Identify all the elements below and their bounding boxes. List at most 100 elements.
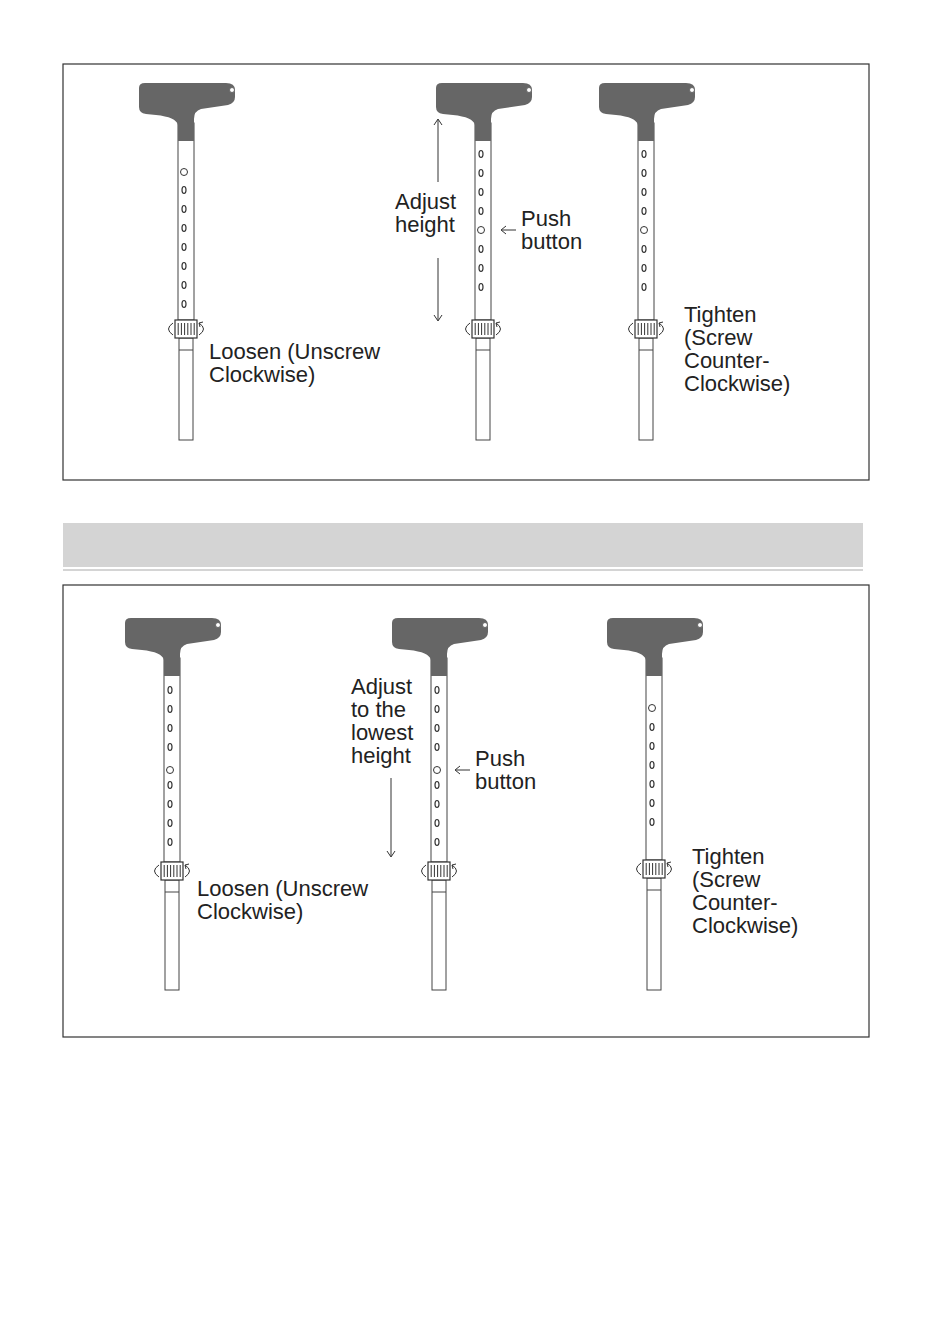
strap-hole	[527, 88, 532, 93]
instruction-label: Adjust height	[395, 190, 475, 236]
knurl	[444, 865, 445, 877]
handle	[599, 83, 695, 141]
adjust-hole	[435, 725, 439, 732]
adjust-hole	[182, 244, 186, 251]
knurl	[180, 865, 181, 877]
knurl	[194, 323, 195, 335]
push-button	[478, 227, 485, 234]
knurl	[184, 323, 185, 335]
knurl	[437, 865, 438, 877]
adjust-hole	[435, 782, 439, 789]
adjust-hole	[435, 744, 439, 751]
adjust-hole	[168, 839, 172, 846]
rotate-arrow	[667, 862, 672, 875]
knurl	[173, 865, 174, 877]
rotate-arrow	[466, 323, 471, 335]
adjust-hole	[168, 782, 172, 789]
lower-shaft	[432, 880, 446, 990]
push-button	[641, 227, 648, 234]
knurl	[654, 323, 655, 335]
knurl	[484, 323, 485, 335]
knurl	[164, 865, 165, 877]
tube-ring	[179, 350, 193, 351]
adjust-hole	[642, 189, 646, 196]
rotate-arrow	[199, 322, 204, 335]
push-button	[649, 705, 656, 712]
band-rule	[63, 569, 863, 571]
upper-shaft	[431, 658, 447, 862]
adjust-hole	[479, 265, 483, 272]
knurl	[655, 863, 656, 875]
collar	[428, 862, 450, 880]
push-button	[167, 767, 174, 774]
adjust-hole	[182, 206, 186, 213]
rotate-arrow	[422, 865, 427, 877]
adjust-hole	[479, 284, 483, 291]
rotate-arrow	[496, 322, 501, 335]
rotate-arrow	[637, 863, 642, 875]
adjust-hole	[642, 246, 646, 253]
tube-ring	[432, 892, 446, 893]
instruction-label: Push button	[475, 747, 560, 793]
instruction-label: Push button	[521, 207, 606, 253]
adjust-hole	[435, 820, 439, 827]
collar	[635, 320, 657, 338]
knurl	[431, 865, 432, 877]
adjust-hole	[182, 225, 186, 232]
panel-frame	[63, 64, 869, 480]
push-button	[434, 767, 441, 774]
lower-shaft	[179, 338, 193, 440]
adjust-hole	[479, 170, 483, 177]
adjust-hole	[182, 301, 186, 308]
knurl	[187, 323, 188, 335]
adjust-hole	[479, 189, 483, 196]
knurl	[170, 865, 171, 877]
strap-hole	[690, 88, 695, 93]
tube-ring	[647, 890, 661, 891]
adjust-hole	[168, 687, 172, 694]
instruction-label: Loosen (Unscrew Clockwise)	[197, 877, 432, 923]
knurl	[178, 323, 179, 335]
adjust-hole	[650, 819, 654, 826]
adjust-hole	[182, 263, 186, 270]
upper-shaft	[178, 123, 194, 320]
section-band	[63, 523, 863, 567]
knurl	[659, 863, 660, 875]
handle	[392, 618, 488, 676]
adjust-hole	[479, 151, 483, 158]
upper-shaft	[638, 123, 654, 320]
upper-shaft	[646, 658, 662, 860]
knurl	[478, 323, 479, 335]
rotate-arrow	[629, 323, 634, 335]
knurl	[475, 323, 476, 335]
knurl	[181, 323, 182, 335]
knurl	[652, 863, 653, 875]
handle	[436, 83, 532, 141]
panel-frame	[63, 585, 869, 1037]
strap-hole	[698, 623, 703, 628]
lower-shaft	[476, 338, 490, 440]
adjust-hole	[435, 839, 439, 846]
knurl	[646, 863, 647, 875]
adjust-hole	[642, 170, 646, 177]
adjust-hole	[435, 706, 439, 713]
knurl	[177, 865, 178, 877]
adjust-hole	[479, 208, 483, 215]
strap-hole	[216, 623, 221, 628]
collar	[643, 860, 665, 878]
adjust-hole	[168, 725, 172, 732]
rotate-arrow	[155, 865, 160, 877]
handle	[125, 618, 221, 676]
adjust-hole	[435, 801, 439, 808]
knurl	[167, 865, 168, 877]
instruction-label: Tighten (Screw Counter-Clockwise)	[692, 845, 817, 937]
knurl	[488, 323, 489, 335]
adjust-hole	[642, 151, 646, 158]
collar	[161, 862, 183, 880]
tube-ring	[165, 892, 179, 893]
adjust-hole	[650, 762, 654, 769]
adjust-hole	[650, 743, 654, 750]
adjust-hole	[182, 187, 186, 194]
lower-shaft	[165, 880, 179, 990]
knurl	[638, 323, 639, 335]
